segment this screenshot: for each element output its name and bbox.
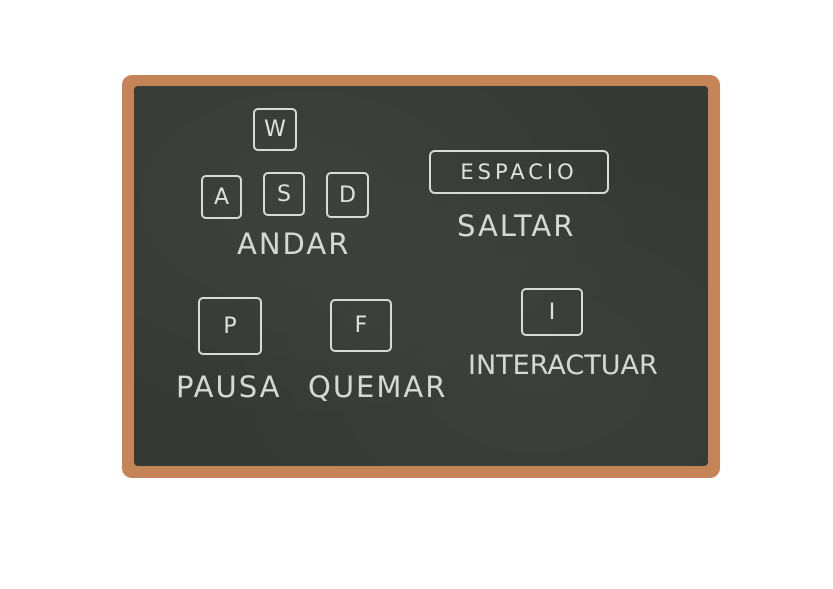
key-f: F <box>330 299 392 352</box>
chalkboard: W A S D ANDAR ESPACIO SALTAR P PAUSA F Q… <box>134 86 708 466</box>
key-p: P <box>198 297 262 355</box>
chalkboard-frame: W A S D ANDAR ESPACIO SALTAR P PAUSA F Q… <box>122 75 720 478</box>
label-pausa: PAUSA <box>176 370 282 404</box>
label-andar: ANDAR <box>237 227 351 261</box>
label-saltar: SALTAR <box>457 209 576 243</box>
label-interactuar: INTERACTUAR <box>468 350 658 381</box>
key-i: I <box>521 288 583 336</box>
key-d: D <box>326 172 369 218</box>
label-quemar: QUEMAR <box>308 370 448 404</box>
key-espacio: ESPACIO <box>429 150 609 194</box>
key-a: A <box>201 175 242 219</box>
key-s: S <box>263 172 305 216</box>
key-w: W <box>253 108 297 151</box>
